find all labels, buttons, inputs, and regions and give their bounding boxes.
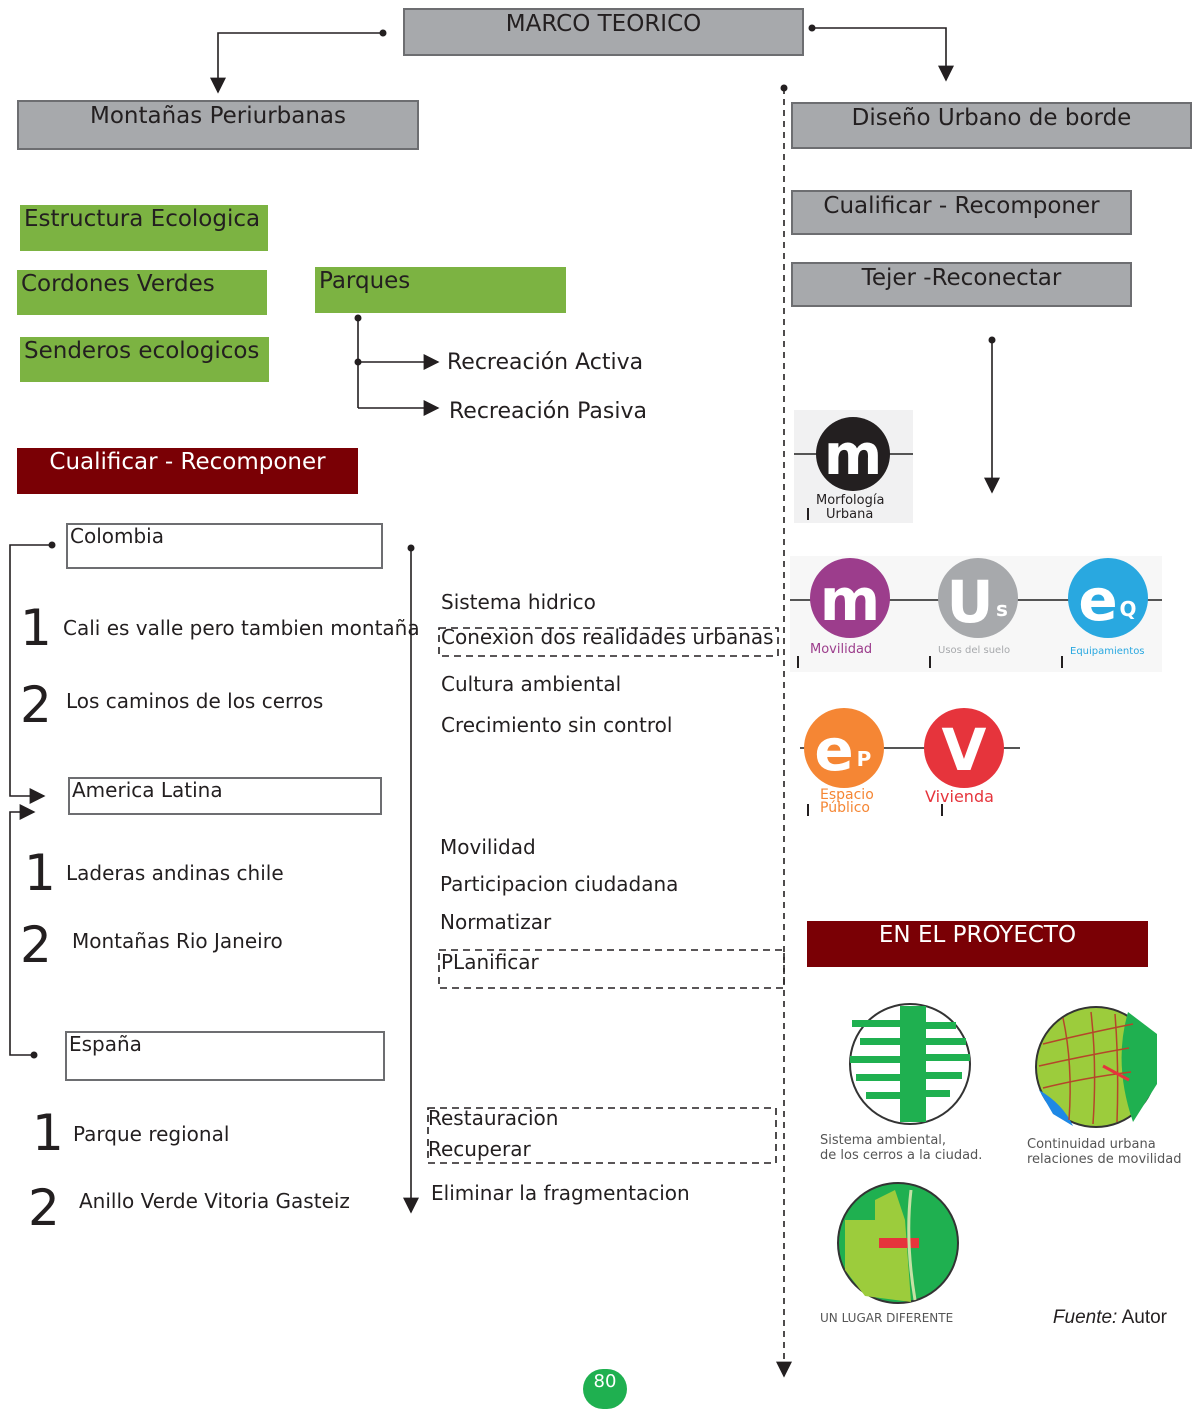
item-number: 2 <box>20 676 52 734</box>
left-heading-box: Montañas Periurbanas <box>17 100 419 150</box>
right-heading-box: Diseño Urbano de borde <box>791 102 1192 149</box>
title-box: MARCO TEORICO <box>403 8 804 56</box>
svg-text:e: e <box>1078 566 1117 634</box>
item-number: 1 <box>24 844 56 902</box>
project-label: EN EL PROYECTO <box>878 922 1077 948</box>
source-footer: Fuente: Autor <box>1053 1307 1167 1329</box>
green-item-parques: Parques <box>315 267 566 313</box>
project-caption: Sistema ambiental, <box>820 1133 947 1148</box>
icon-label: Espacio <box>820 787 874 803</box>
middle-item: Sistema hidrico <box>441 590 596 614</box>
middle-item: Participacion ciudadana <box>440 872 679 896</box>
item-number: 1 <box>20 599 52 657</box>
middle-item: Eliminar la fragmentacion <box>431 1181 690 1205</box>
region-colombia: Colombia <box>66 523 383 569</box>
icon-label: Urbana <box>826 507 874 522</box>
page-number: 80 <box>593 1371 617 1392</box>
recreacion-pasiva: Recreación Pasiva <box>449 399 647 424</box>
right-heading: Diseño Urbano de borde <box>851 105 1132 131</box>
left-section-label: Cualificar - Recomponer <box>49 449 326 475</box>
sistema-ambiental-icon <box>846 1000 974 1128</box>
middle-item: PLanificar <box>441 950 539 974</box>
region-label: España <box>69 1032 142 1056</box>
svg-text:Q: Q <box>1119 597 1136 621</box>
espacio-publico-vivienda-icons: e P V Espacio Público Vivienda <box>800 704 1020 822</box>
project-caption: relaciones de movilidad <box>1027 1152 1182 1167</box>
icon-label: Equipamientos <box>1070 646 1145 657</box>
source-label: Fuente: <box>1052 1307 1118 1328</box>
region-label: America Latina <box>72 778 223 802</box>
green-item-label: Senderos ecologicos <box>24 338 260 364</box>
icon-label: Público <box>820 800 870 816</box>
movilidad-usos-equipamientos-icons: m U s e Q Movilidad Usos del suelo Equip… <box>790 556 1162 672</box>
svg-text:s: s <box>996 597 1008 621</box>
middle-item: Crecimiento sin control <box>441 713 673 737</box>
svg-text:m: m <box>820 566 880 634</box>
project-caption: de los cerros a la ciudad. <box>820 1148 983 1163</box>
page-number-badge: 80 <box>583 1369 627 1409</box>
region-item: Los caminos de los cerros <box>66 689 324 713</box>
icon-label: Movilidad <box>810 642 873 657</box>
continuidad-urbana-icon <box>1033 1004 1159 1130</box>
right-box-label: Cualificar - Recomponer <box>823 193 1100 219</box>
region-item: Anillo Verde Vitoria Gasteiz <box>79 1189 350 1213</box>
project-box: EN EL PROYECTO <box>807 921 1148 967</box>
svg-text:V: V <box>942 716 987 784</box>
lugar-diferente-icon <box>835 1180 961 1306</box>
region-espana: España <box>65 1031 385 1081</box>
svg-text:e: e <box>814 716 853 784</box>
green-item-label: Estructura Ecologica <box>24 206 261 232</box>
source-value: Autor <box>1121 1307 1167 1328</box>
middle-item: Recuperar <box>428 1137 531 1161</box>
parques-label: Parques <box>319 268 411 294</box>
project-caption: Continuidad urbana <box>1027 1137 1156 1152</box>
region-label: Colombia <box>70 524 164 548</box>
region-item: Laderas andinas chile <box>66 861 284 885</box>
icon-label: Usos del suelo <box>938 645 1011 656</box>
svg-text:P: P <box>857 747 872 771</box>
middle-item: Restauracion <box>428 1106 559 1130</box>
morfologia-urbana-icon: m Morfología Urbana <box>794 410 913 523</box>
recreacion-activa: Recreación Activa <box>447 350 644 375</box>
item-number: 1 <box>32 1104 64 1162</box>
region-item: Montañas Rio Janeiro <box>72 929 283 953</box>
middle-item: Movilidad <box>440 835 536 859</box>
left-section-box: Cualificar - Recomponer <box>17 448 358 494</box>
region-item: Cali es valle pero tambien montaña <box>63 616 420 640</box>
svg-text:m: m <box>824 423 882 488</box>
middle-item: Normatizar <box>440 910 552 934</box>
title-text: MARCO TEORICO <box>505 11 702 37</box>
middle-item: Cultura ambiental <box>441 672 622 696</box>
green-item-estructura: Estructura Ecologica <box>20 205 268 251</box>
item-number: 2 <box>20 916 52 974</box>
left-heading: Montañas Periurbanas <box>90 103 346 129</box>
green-item-label: Cordones Verdes <box>21 271 215 297</box>
region-item: Parque regional <box>73 1122 230 1146</box>
svg-text:U: U <box>946 568 993 636</box>
middle-item: Conexion dos realidades urbanas <box>441 625 774 649</box>
right-box-tejer: Tejer -Reconectar <box>791 262 1132 307</box>
right-box-cualificar: Cualificar - Recomponer <box>791 190 1132 235</box>
region-america-latina: America Latina <box>68 777 382 815</box>
green-item-senderos: Senderos ecologicos <box>20 337 269 382</box>
green-item-cordones: Cordones Verdes <box>17 270 267 315</box>
project-caption: UN LUGAR DIFERENTE <box>820 1311 954 1325</box>
icon-label: Morfología <box>816 493 885 508</box>
item-number: 2 <box>28 1179 60 1237</box>
right-box-label: Tejer -Reconectar <box>861 265 1062 291</box>
icon-label: Vivienda <box>925 787 994 806</box>
